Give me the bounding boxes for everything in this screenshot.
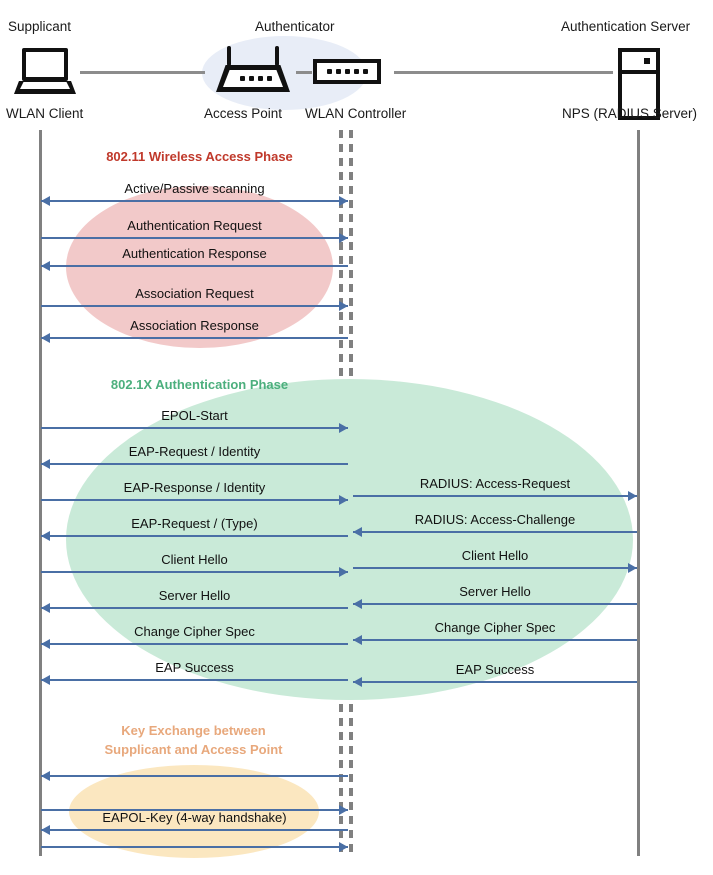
- message-label-left-15: EAPOL-Key (4-way handshake): [102, 810, 287, 825]
- message-line-right-0: [353, 495, 637, 497]
- arrowhead-left-icon: [41, 196, 50, 206]
- message-label-left-3: Association Request: [135, 286, 254, 301]
- arrowhead-left-icon: [41, 333, 50, 343]
- arrowhead-left-icon: [41, 825, 50, 835]
- message-line-left-3: [41, 305, 348, 307]
- message-line-left-5: [41, 427, 348, 429]
- message-label-left-11: Change Cipher Spec: [134, 624, 255, 639]
- phase-ellipse-keyexchange: [69, 765, 319, 858]
- link-controller-server: [394, 71, 613, 74]
- arrowhead-right-icon: [628, 491, 637, 501]
- message-line-right-1: [353, 531, 637, 533]
- message-label-left-10: Server Hello: [158, 588, 231, 603]
- message-line-left-2: [41, 265, 348, 267]
- arrowhead-right-icon: [339, 301, 348, 311]
- arrowhead-left-icon: [353, 527, 362, 537]
- wlan-controller-icon: [313, 59, 381, 84]
- message-line-left-6: [41, 463, 348, 465]
- message-label-right-0: RADIUS: Access-Request: [419, 476, 571, 491]
- message-line-right-2: [353, 567, 637, 569]
- phase-ellipse-8021x: [66, 379, 633, 700]
- message-label-right-2: Client Hello: [461, 548, 529, 563]
- message-label-left-0: Active/Passive scanning: [124, 181, 265, 196]
- phase-label-8021x: 802.1X Authentication Phase: [110, 377, 289, 392]
- arrowhead-left-icon: [41, 531, 50, 541]
- phase-ellipse-80211: [66, 186, 333, 348]
- message-line-left-4: [41, 337, 348, 339]
- arrowhead-left-icon: [353, 677, 362, 687]
- message-line-left-8: [41, 535, 348, 537]
- arrowhead-left-icon: [41, 771, 50, 781]
- message-label-left-1: Authentication Request: [127, 218, 262, 233]
- link-ap-controller: [296, 71, 312, 74]
- arrowhead-left-icon: [41, 603, 50, 613]
- arrowhead-right-icon: [339, 842, 348, 852]
- arrowhead-right-icon: [339, 805, 348, 815]
- arrowhead-right-icon: [339, 495, 348, 505]
- actor-role-supplicant: Supplicant: [8, 19, 72, 34]
- message-line-left-13: [41, 775, 348, 777]
- message-line-left-12: [41, 679, 348, 681]
- actor-name-nps-radius-server: NPS (RADIUS Server): [562, 106, 698, 121]
- arrowhead-right-icon: [628, 563, 637, 573]
- message-line-left-15: [41, 829, 348, 831]
- laptop-icon: [14, 48, 76, 94]
- message-label-left-2: Authentication Response: [122, 246, 267, 261]
- actor-role-authenticator: Authenticator: [255, 19, 335, 34]
- message-line-left-16: [41, 846, 348, 848]
- actor-role-authentication-server: Authentication Server: [561, 19, 691, 34]
- message-line-left-1: [41, 237, 348, 239]
- phase-label-80211: 802.11 Wireless Access Phase: [106, 149, 293, 164]
- message-label-left-6: EAP-Request / Identity: [128, 444, 261, 459]
- message-line-right-4: [353, 639, 637, 641]
- message-line-right-5: [353, 681, 637, 683]
- arrowhead-left-icon: [41, 459, 50, 469]
- actor-name-wlan-controller: WLAN Controller: [305, 106, 407, 121]
- message-label-right-3: Server Hello: [459, 584, 531, 599]
- message-label-right-4: Change Cipher Spec: [434, 620, 556, 635]
- message-line-left-7: [41, 499, 348, 501]
- message-label-left-12: EAP Success: [155, 660, 234, 675]
- arrowhead-right-icon: [339, 196, 348, 206]
- actor-name-access-point: Access Point: [204, 106, 283, 121]
- message-line-left-14: [41, 809, 348, 811]
- arrowhead-left-icon: [41, 261, 50, 271]
- message-label-right-5: EAP Success: [455, 662, 535, 677]
- message-label-right-1: RADIUS: Access-Challenge: [414, 512, 576, 527]
- arrowhead-right-icon: [339, 233, 348, 243]
- message-line-left-10: [41, 607, 348, 609]
- server-icon: [618, 48, 660, 120]
- lifeline-authentication-server: [637, 130, 640, 856]
- phase-label-keyexchange: Key Exchange between Supplicant and Acce…: [104, 723, 283, 757]
- message-label-left-7: EAP-Response / Identity: [123, 480, 266, 495]
- link-supplicant-ap: [80, 71, 205, 74]
- arrowhead-left-icon: [353, 635, 362, 645]
- message-label-left-4: Association Response: [130, 318, 259, 333]
- arrowhead-right-icon: [339, 423, 348, 433]
- message-line-left-9: [41, 571, 348, 573]
- actor-name-wlan-client: WLAN Client: [6, 106, 84, 121]
- arrowhead-left-icon: [353, 599, 362, 609]
- message-line-right-3: [353, 603, 637, 605]
- message-line-left-11: [41, 643, 348, 645]
- message-label-left-9: Client Hello: [161, 552, 228, 567]
- message-label-left-5: EPOL-Start: [161, 408, 228, 423]
- access-point-icon: [216, 46, 290, 92]
- lifeline-supplicant: [39, 130, 42, 856]
- message-line-left-0: [41, 200, 348, 202]
- arrowhead-right-icon: [339, 567, 348, 577]
- arrowhead-left-icon: [41, 675, 50, 685]
- arrowhead-left-icon: [41, 639, 50, 649]
- message-label-left-8: EAP-Request / (Type): [131, 516, 258, 531]
